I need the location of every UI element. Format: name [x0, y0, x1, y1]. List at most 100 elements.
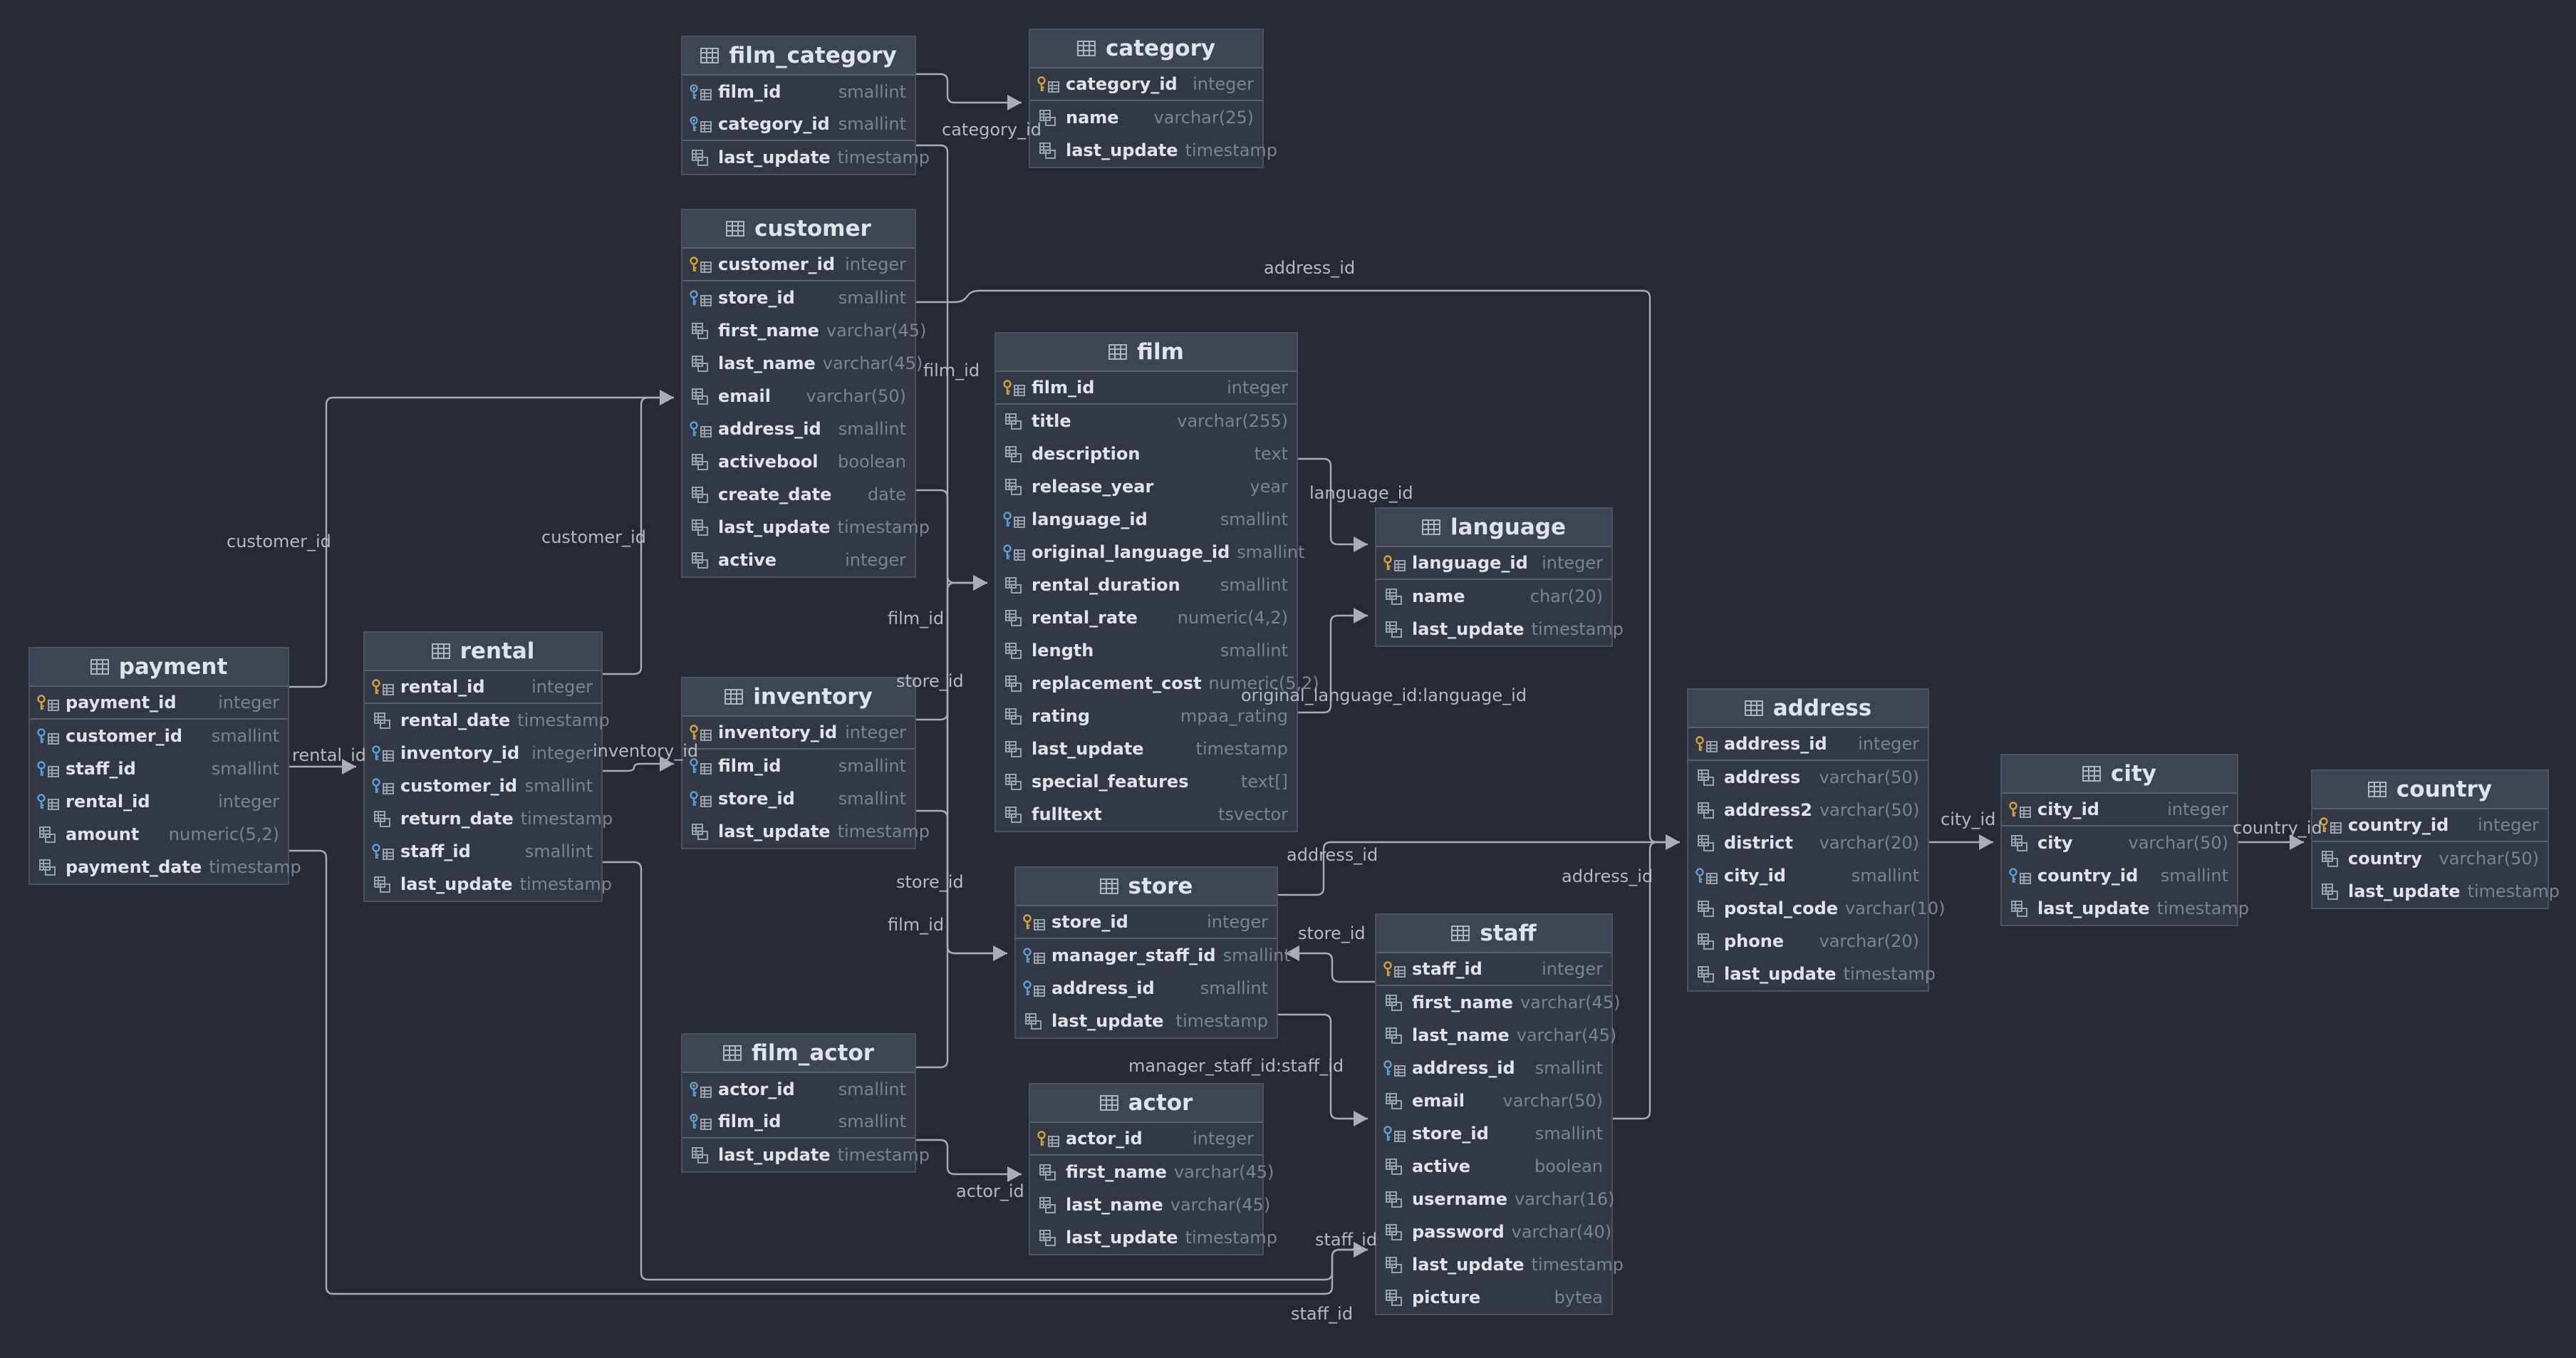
table-header[interactable]: store [1016, 868, 1277, 906]
relation-line-payment-customer[interactable] [289, 396, 674, 688]
relation-line-film_actor-film[interactable] [916, 581, 987, 1069]
relation-line-customer-address[interactable] [916, 289, 1680, 844]
table-header[interactable]: film [996, 333, 1297, 372]
relation-line-staff-address[interactable] [1613, 841, 1680, 1120]
table-header[interactable]: address [1688, 690, 1928, 728]
table-header[interactable]: country [2312, 771, 2548, 809]
relation-line-film_actor-actor[interactable] [916, 1139, 1022, 1176]
table-header[interactable]: film_actor [682, 1035, 915, 1073]
table-header[interactable]: category [1030, 30, 1262, 68]
table-header[interactable]: language [1376, 509, 1611, 547]
relation-line-store-address[interactable] [1278, 841, 1680, 896]
table-header[interactable]: payment [30, 648, 288, 687]
relation-line-rental-customer[interactable] [603, 396, 674, 675]
relation-line-rental-inventory[interactable] [603, 762, 674, 772]
table-header[interactable]: inventory [682, 678, 915, 717]
relation-line-film-language[interactable] [1298, 614, 1368, 714]
relation-line-film-language[interactable] [1298, 457, 1368, 546]
table-header[interactable]: customer [682, 210, 915, 249]
relation-line-staff-store[interactable] [1285, 952, 1375, 983]
table-header[interactable]: film_category [682, 37, 915, 76]
table-header[interactable]: city [2002, 755, 2237, 794]
relation-line-film_category-category[interactable] [916, 73, 1022, 104]
relation-line-store-staff[interactable] [1278, 1013, 1368, 1120]
